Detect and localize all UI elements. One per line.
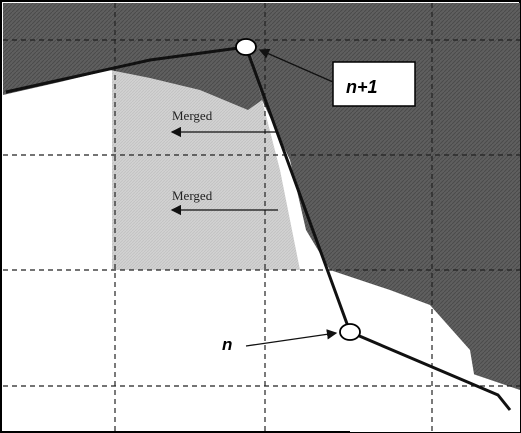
vertex-upper-label-box <box>332 61 416 107</box>
merged-label-top: Merged <box>172 108 213 123</box>
dark-region-wedge <box>110 40 262 110</box>
vertex-lower-arrow <box>245 329 338 347</box>
vertex-upper-node <box>235 38 257 56</box>
vertex-lower-node <box>339 323 361 341</box>
merged-label-bottom: Merged <box>172 188 213 203</box>
vertex-upper-label: n+1 <box>346 77 378 97</box>
vertex-upper-arrow <box>258 48 334 83</box>
white-region-lower-right <box>350 332 520 432</box>
vertex-lower-label: n <box>222 335 232 354</box>
